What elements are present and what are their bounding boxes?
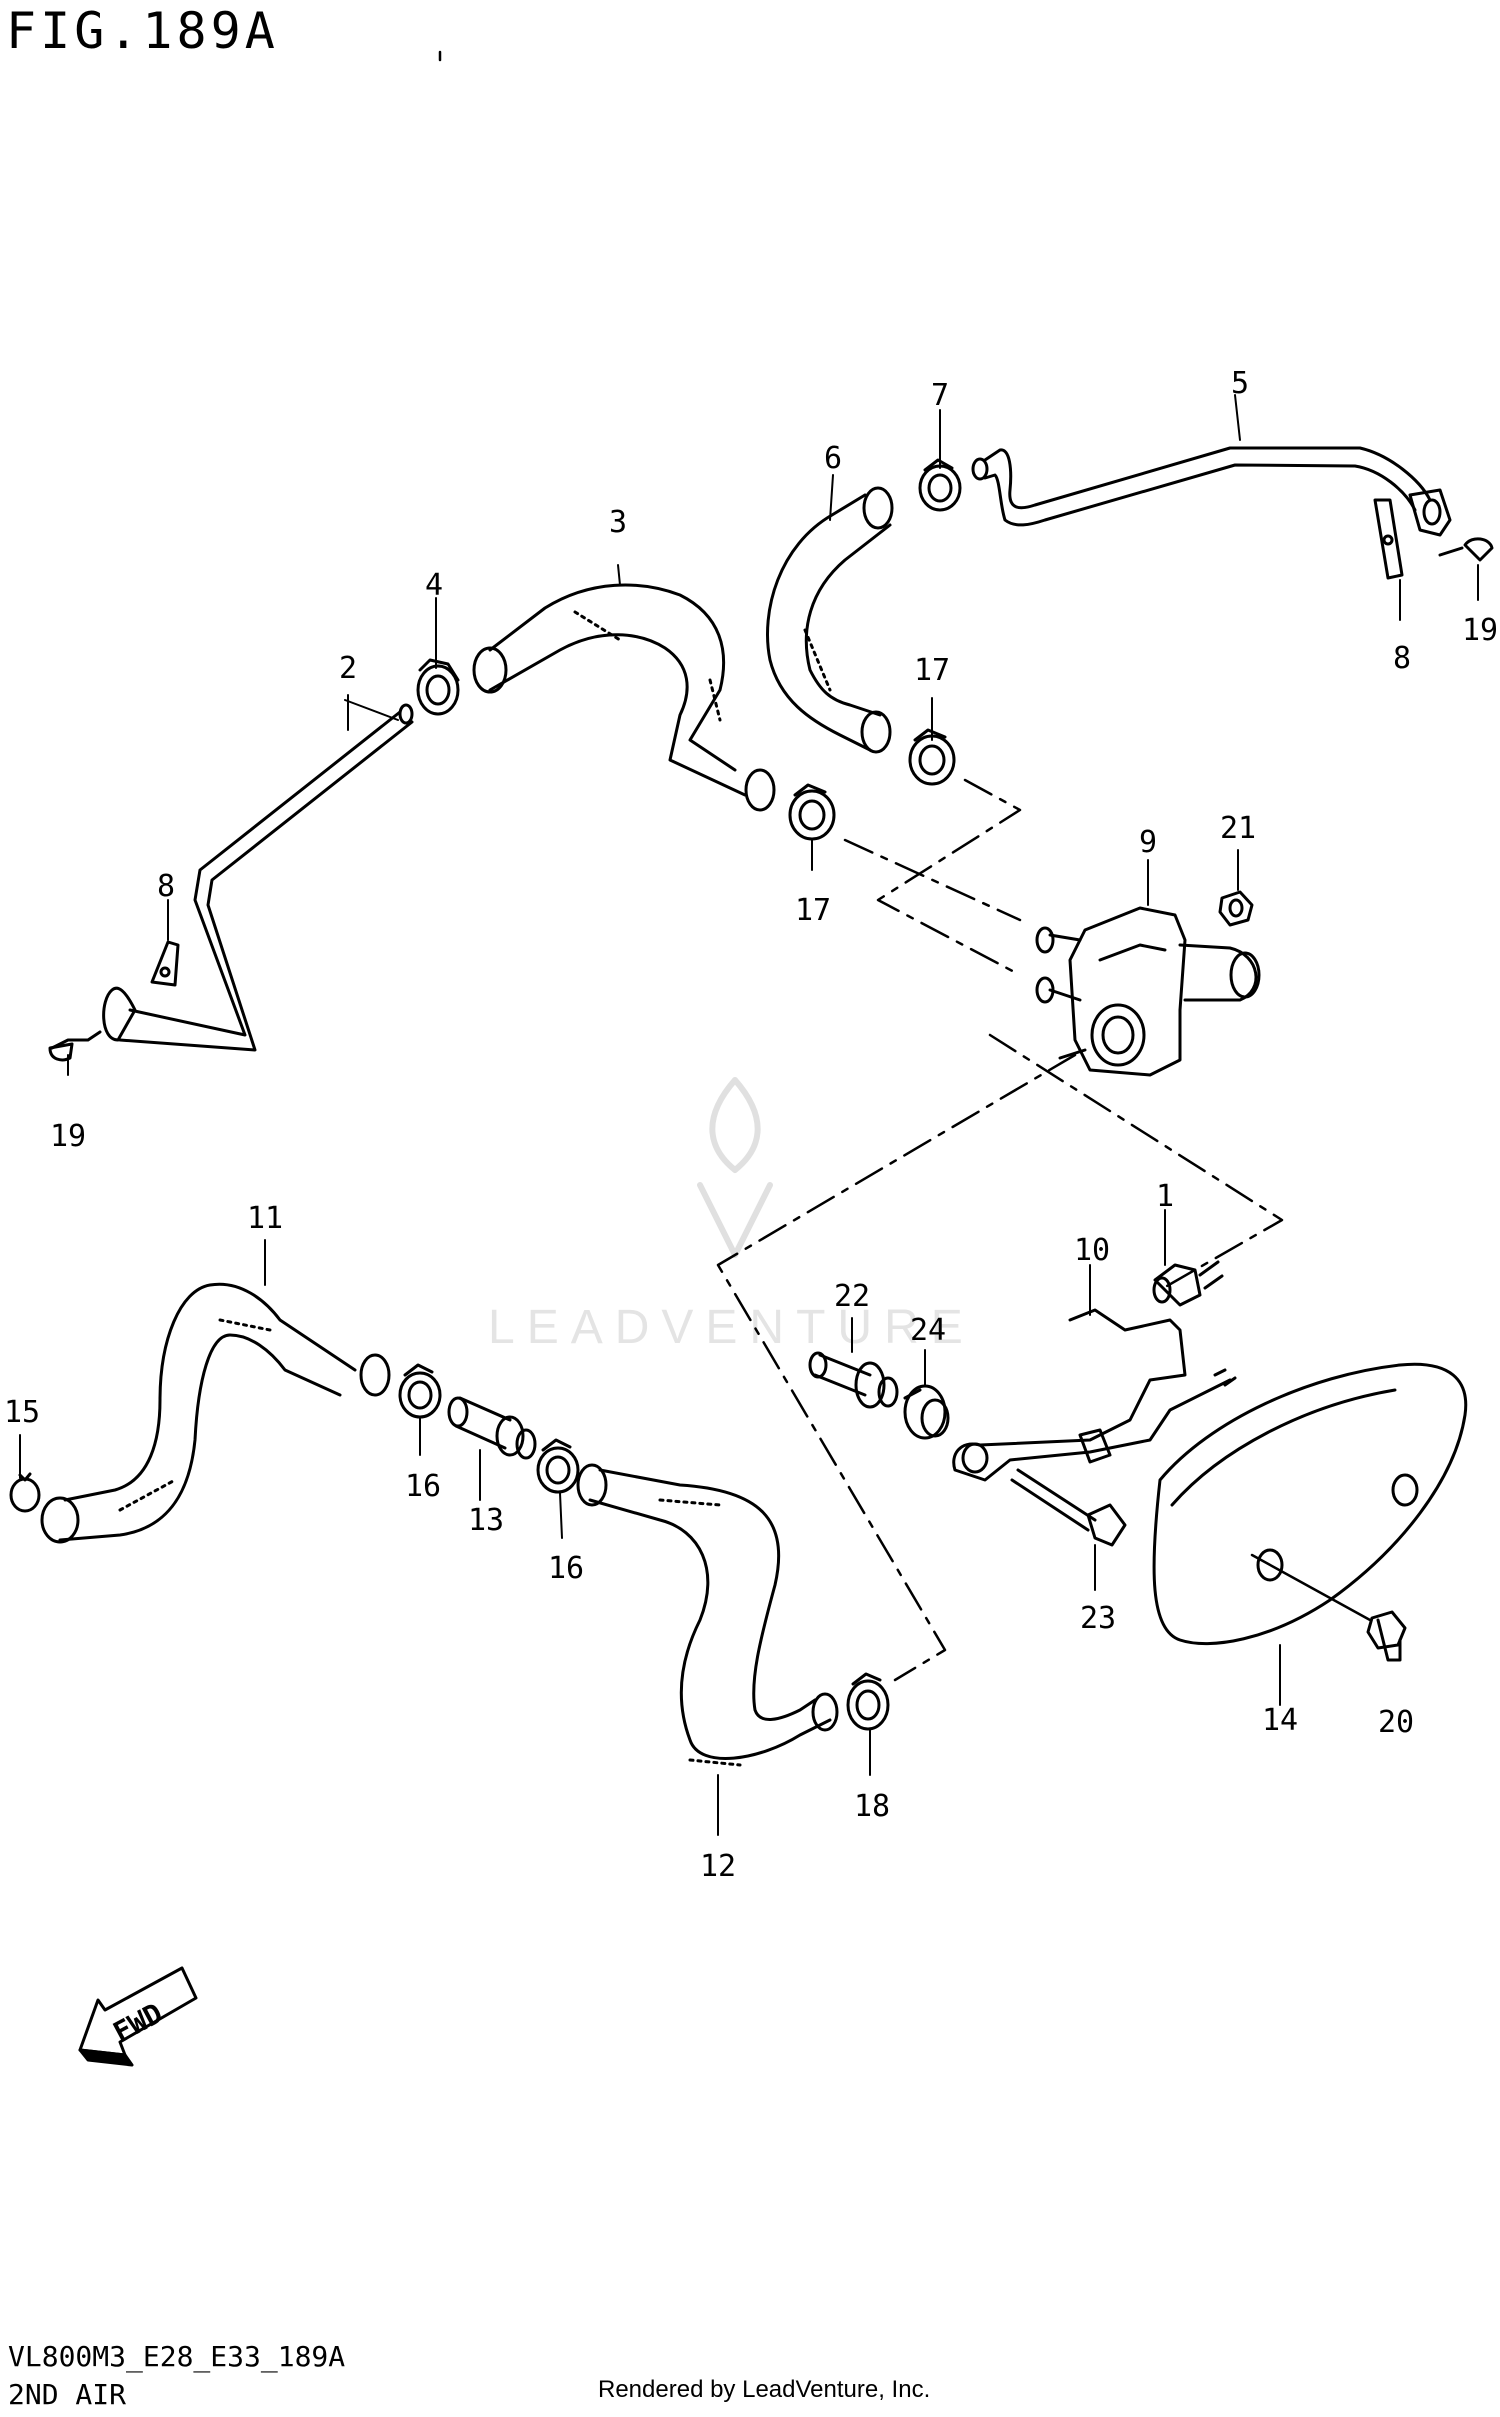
callout-label: 15: [4, 1395, 40, 1430]
part-22-collar: [808, 1351, 899, 1409]
callout-label: 7: [931, 378, 949, 413]
figure-title: FIG.189A: [6, 2, 279, 60]
callout-label: 13: [468, 1503, 504, 1538]
figure-code: VL800M3_E28_E33_189A: [8, 2340, 346, 2373]
rendered-by-credit: Rendered by LeadVenture, Inc.: [598, 2376, 931, 2403]
part-13-joint: [447, 1396, 537, 1460]
part-5-pipe: [971, 446, 1452, 537]
callout-label: 1: [1156, 1179, 1174, 1214]
callout-label: 12: [700, 1849, 736, 1884]
callout-label: 24: [910, 1313, 946, 1348]
callout-label: 4: [425, 568, 443, 603]
part-1-sensor: [1152, 1260, 1224, 1307]
callout-ticks: [19, 394, 1479, 1836]
callout-label: 8: [157, 869, 175, 904]
part-20-nut: [1366, 1610, 1407, 1662]
part-4-clamp: [416, 658, 460, 716]
figure-caption: 2ND AIR: [8, 2378, 127, 2411]
callout-label: 11: [247, 1201, 283, 1236]
callout-label: 2: [339, 651, 357, 686]
part-6-hose: [766, 486, 894, 754]
callout-label: 16: [405, 1469, 441, 1504]
part-24-grommet: [903, 1384, 950, 1440]
watermark-text: LEADVENTURE: [488, 1301, 975, 1354]
callout-label: 21: [1220, 811, 1256, 846]
part-21-nut: [1218, 890, 1254, 927]
callout-label: 3: [609, 505, 627, 540]
callout-labels: 1 2 3 4 5 6 7 8 8 9 10 11 12 13 14 15 16…: [4, 366, 1498, 1884]
callout-label: 5: [1231, 366, 1249, 401]
part-8-bracket-right: [1373, 498, 1404, 580]
part-19-bolt-right: [1438, 537, 1494, 562]
part-18-clamp: [846, 1672, 890, 1731]
callout-label: 8: [1393, 641, 1411, 676]
part-19-bolt-left: [48, 1030, 102, 1062]
part-2-pipe: [102, 703, 414, 1052]
part-8-bracket-left: [150, 940, 180, 987]
callout-label: 19: [50, 1119, 86, 1154]
callout-label: 6: [824, 441, 842, 476]
part-3-hose: [472, 583, 776, 812]
leader-lines: [438, 50, 1372, 1682]
callout-label: 17: [914, 653, 950, 688]
callout-label: 17: [795, 893, 831, 928]
callout-label: 22: [834, 1279, 870, 1314]
part-9-reed-valve: [1035, 906, 1261, 1077]
callout-label: 19: [1462, 613, 1498, 648]
part-15-clip: [9, 1472, 41, 1513]
part-11-hose: [40, 1282, 391, 1544]
part-14-cover: [1152, 1362, 1468, 1646]
part-10-bracket: [952, 1308, 1237, 1482]
part-23-bolt: [1010, 1468, 1127, 1547]
callout-label: 23: [1080, 1601, 1116, 1636]
part-12-hose: [576, 1463, 839, 1767]
callout-label: 10: [1074, 1233, 1110, 1268]
part-16-clamp-a: [398, 1363, 442, 1419]
part-16-clamp-b: [536, 1438, 580, 1494]
callout-label: 9: [1139, 825, 1157, 860]
callout-label: 14: [1262, 1703, 1298, 1738]
callout-label: 16: [548, 1551, 584, 1586]
part-17-clamp-a: [788, 783, 836, 841]
watermark-logo: [697, 1077, 773, 1258]
fwd-arrow-icon: FWD: [78, 1966, 198, 2067]
callout-label: 18: [854, 1789, 890, 1824]
callout-label: 20: [1378, 1705, 1414, 1740]
